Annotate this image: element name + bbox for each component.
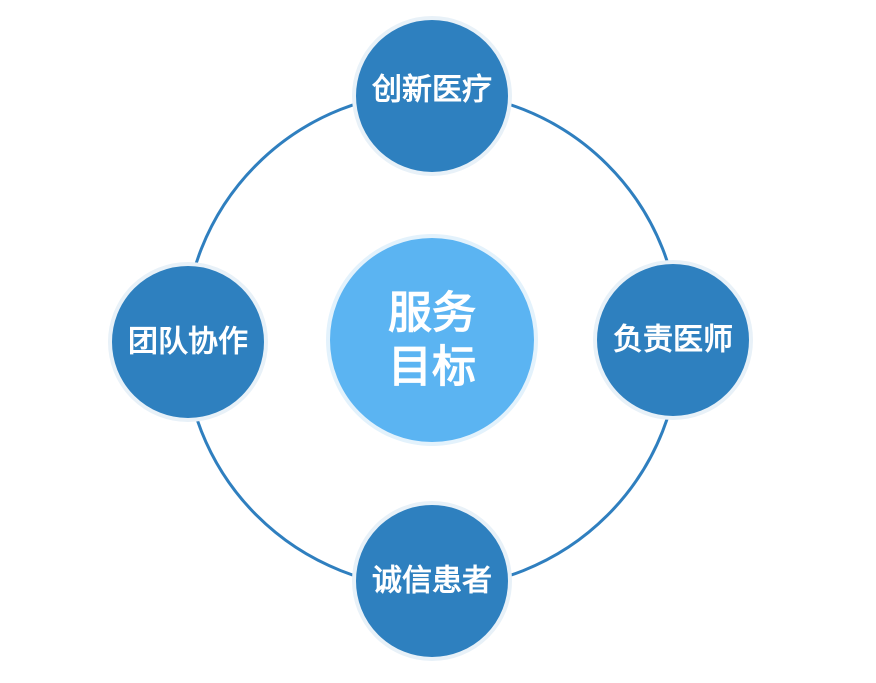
node-right: 负责医师: [593, 260, 753, 420]
center-label-line2: 目标: [388, 342, 476, 393]
node-bottom-label: 诚信患者: [372, 564, 492, 599]
center-circle: [326, 234, 538, 446]
center-label-line1: 服务: [388, 288, 476, 339]
node-top: 创新医疗: [352, 16, 512, 176]
node-bottom-circle: [352, 501, 512, 661]
center-node: 服务 目标: [326, 234, 538, 446]
node-top-label: 创新医疗: [371, 73, 492, 108]
node-left-circle: [108, 262, 268, 422]
node-top-circle: [352, 16, 512, 176]
node-right-label: 负责医师: [613, 323, 733, 358]
node-left-label: 团队协作: [128, 325, 248, 360]
node-left: 团队协作: [108, 262, 268, 422]
node-right-circle: [593, 260, 753, 420]
node-bottom: 诚信患者: [352, 501, 512, 661]
